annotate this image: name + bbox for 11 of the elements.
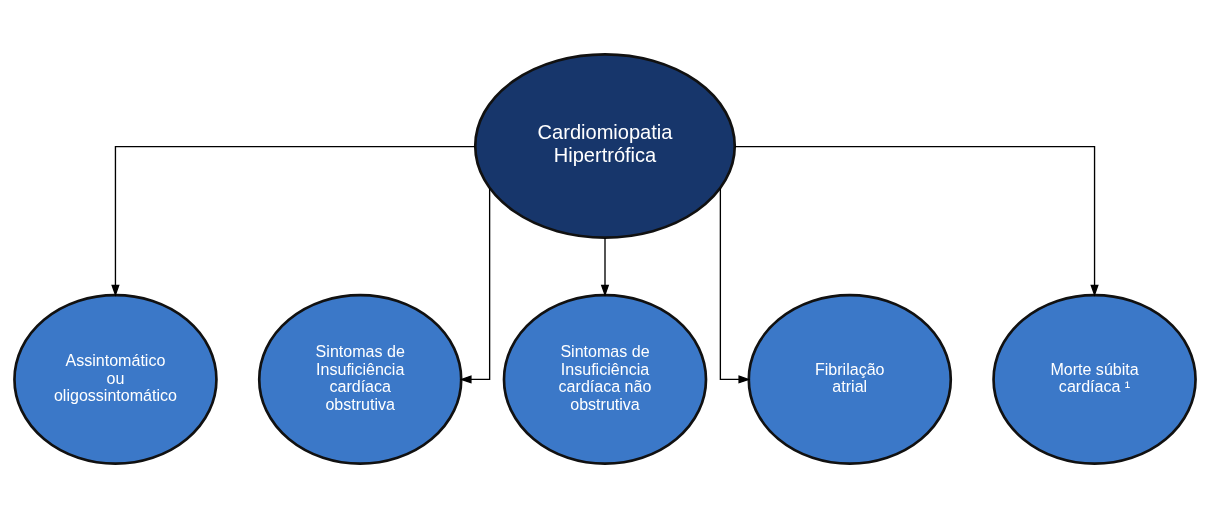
node-ellipse: Morte súbita cardíaca ¹ [992,293,1197,465]
arrow [459,187,491,384]
arrow [719,187,751,384]
node-ellipse: Sintomas de Insuficiência cardíaca não obstrutiva [502,293,708,465]
node-ellipse: Sintomas de Insuficiência cardíaca obstrutiva [257,293,463,465]
arrow [111,145,476,297]
node-ellipse: Cardiomiopatia Hipertrófica [473,52,737,239]
node-ellipse: Assintomático ou oligossintomático [13,293,218,465]
arrow [734,145,1099,297]
node-ellipse: Fibrilação atrial [747,293,953,465]
arrow [600,236,610,297]
